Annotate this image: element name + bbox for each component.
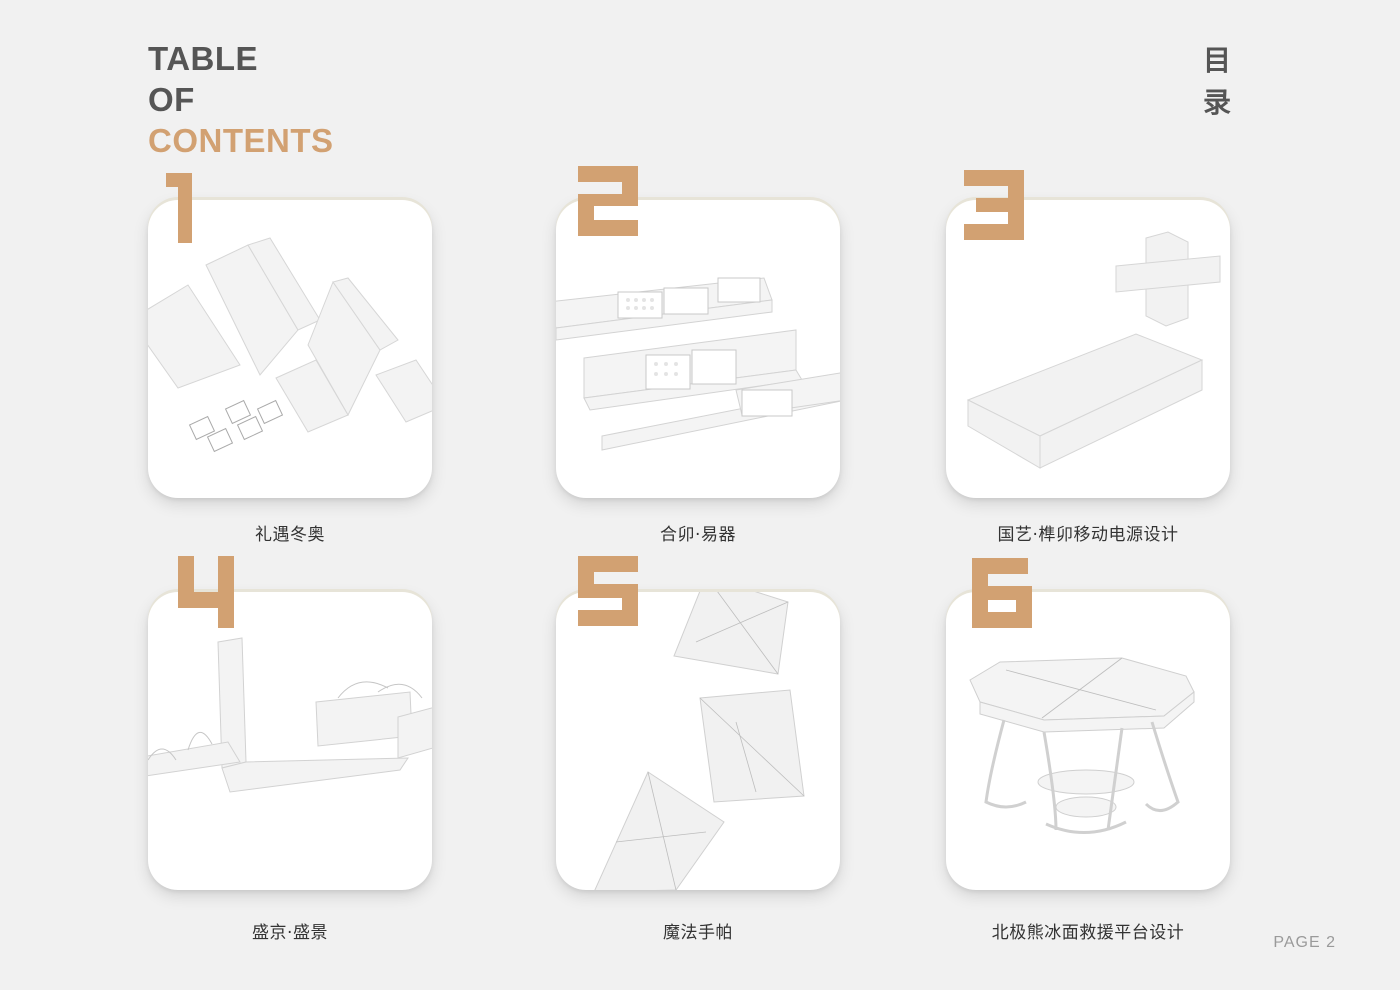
card-item-4[interactable]	[148, 592, 432, 890]
caption-2[interactable]: 合卯·易器	[660, 525, 736, 545]
title-line-2: OF	[148, 81, 195, 118]
gift-box-set-illustration	[148, 237, 432, 453]
cn-title-char-2: 录	[1202, 86, 1231, 119]
toc-title: TABLE OF CONTENTS	[148, 38, 334, 161]
caption-3[interactable]: 国艺·榫卯移动电源设计	[997, 525, 1179, 545]
number-4-badge	[176, 554, 246, 630]
card-item-3[interactable]	[946, 200, 1230, 498]
octagon-rescue-platform-illustration	[969, 657, 1195, 834]
number-6-badge	[970, 556, 1040, 632]
caption-5[interactable]: 魔法手帕	[663, 923, 733, 943]
folded-handkerchiefs-illustration	[594, 592, 805, 890]
card-item-2[interactable]	[556, 200, 840, 498]
caption-4[interactable]: 盛京·盛景	[252, 923, 328, 943]
title-line-3: CONTENTS	[148, 122, 334, 159]
folding-stand-set-illustration	[148, 637, 432, 793]
caption-6[interactable]: 北极熊冰面救援平台设计	[991, 923, 1185, 943]
number-2-badge	[574, 164, 644, 240]
cn-title: 目 录	[1200, 40, 1234, 124]
caption-1[interactable]: 礼遇冬奥	[255, 525, 325, 545]
number-3-badge	[962, 168, 1032, 244]
card-item-6[interactable]	[946, 592, 1230, 890]
power-bank-cross-illustration	[966, 231, 1221, 469]
number-1-badge	[164, 170, 234, 246]
page-number: PAGE 2	[1273, 934, 1336, 951]
card-item-5[interactable]	[556, 592, 840, 890]
cn-title-char-1: 目	[1202, 44, 1231, 77]
card-item-1[interactable]	[148, 200, 432, 498]
title-line-1: TABLE	[148, 40, 259, 77]
number-5-badge	[576, 554, 646, 630]
tenon-tray-set-illustration	[556, 277, 840, 451]
